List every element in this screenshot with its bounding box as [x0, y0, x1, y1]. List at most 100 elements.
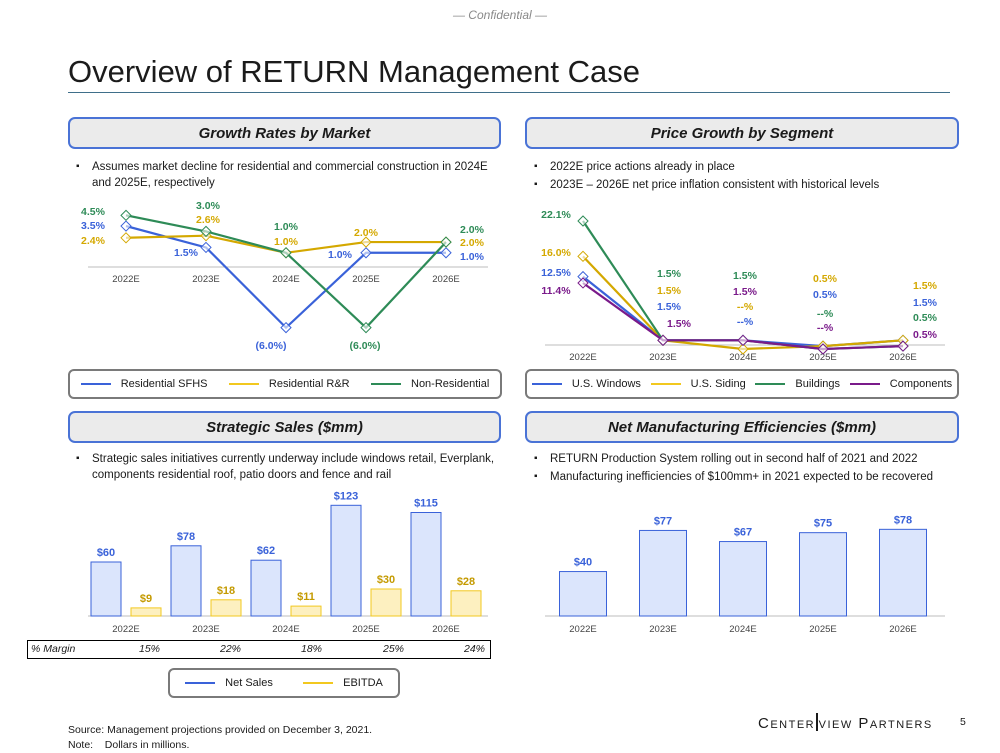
data-label: 1.5% [657, 268, 682, 280]
x-tick-label: 2025E [352, 274, 379, 285]
manufacturing-efficiencies-title: Net Manufacturing Efficiencies ($mm) [607, 418, 877, 436]
bar [799, 532, 847, 617]
legend-swatch [650, 383, 681, 385]
bar [879, 528, 927, 617]
bar [130, 607, 162, 617]
data-point [817, 343, 829, 355]
legend-swatch [303, 682, 334, 684]
data-label: 22.1% [541, 209, 571, 221]
data-label: --% [817, 322, 834, 334]
x-tick-label: 2026E [889, 624, 916, 635]
margin-table: % Margin 15% 22% 18% 25% 24% [27, 640, 491, 659]
source-note: Source: Management projections provided … [68, 723, 372, 753]
price-legend: U.S. Windows U.S. Siding Buildings Compo… [525, 369, 959, 399]
x-tick-label: 2026E [432, 274, 459, 285]
data-label: 16.0% [541, 247, 571, 259]
confidential-label: — Confidential — [452, 8, 548, 22]
bar [90, 561, 122, 617]
note-text: Note: Dollars in millions. [68, 739, 190, 751]
legend-item: U.S. Siding [650, 378, 746, 390]
logo-left: Center [758, 715, 816, 732]
margin-value: 18% [301, 643, 323, 655]
price-bullets: 2022E price actions already in place 202… [534, 159, 954, 193]
bar-value-label: $67 [734, 527, 752, 539]
legend-swatch [755, 383, 786, 385]
bullet: RETURN Production System rolling out in … [534, 451, 954, 467]
bar [290, 605, 322, 617]
margin-label: % Margin [31, 643, 76, 655]
data-label: 2.0% [460, 224, 485, 236]
data-point [120, 220, 132, 232]
bar-value-label: $78 [177, 531, 195, 543]
data-point [577, 277, 589, 289]
data-label: 1.5% [913, 280, 938, 292]
data-point [737, 334, 749, 347]
bar [719, 541, 767, 617]
data-point [577, 250, 589, 263]
bar-value-label: $78 [894, 514, 912, 526]
data-point [897, 340, 909, 352]
series-line [582, 220, 904, 351]
price-growth-header: Price Growth by Segment [525, 117, 959, 149]
data-point [120, 209, 132, 222]
bullet: Strategic sales initiatives currently un… [76, 451, 496, 483]
bar [450, 590, 482, 617]
bar [250, 559, 282, 617]
legend-swatch [228, 383, 259, 385]
bar [639, 529, 687, 617]
bar-value-label: $40 [574, 557, 592, 569]
data-point [280, 247, 292, 259]
legend-label: Residential SFHS [120, 378, 208, 390]
logo-bar [816, 713, 818, 731]
bar [210, 599, 242, 617]
growth-rates-header: Growth Rates by Market [68, 117, 501, 149]
growth-legend: Residential SFHS Residential R&R Non-Res… [68, 369, 502, 399]
bar-value-label: $30 [377, 574, 395, 586]
bar [330, 504, 362, 617]
data-label: --% [737, 301, 754, 313]
data-label: (6.0%) [256, 340, 287, 352]
legend-swatch [80, 383, 111, 385]
bullet: Assumes market decline for residential a… [76, 159, 496, 191]
bar-value-label: $123 [334, 490, 358, 502]
data-point [577, 215, 589, 227]
margin-value: 15% [139, 643, 161, 655]
x-tick-label: 2025E [809, 352, 836, 363]
data-point [440, 247, 452, 259]
bar-value-label: $115 [414, 498, 438, 510]
data-label: 1.5% [733, 286, 758, 298]
bar-value-label: $60 [97, 547, 115, 559]
bar-value-label: $75 [814, 518, 832, 530]
data-label: 2.4% [81, 235, 106, 247]
data-label: 0.5% [813, 273, 838, 285]
legend-swatch [531, 383, 562, 385]
legend-label: U.S. Siding [690, 378, 746, 390]
data-label: --% [737, 316, 754, 328]
x-tick-label: 2022E [569, 352, 596, 363]
data-label: 0.5% [913, 312, 938, 324]
data-label: 4.5% [81, 206, 106, 218]
data-label: 1.5% [657, 301, 682, 313]
x-tick-label: 2025E [809, 624, 836, 635]
data-label: 1.0% [274, 236, 299, 248]
bar [559, 571, 607, 617]
x-tick-label: 2023E [192, 624, 219, 635]
growth-bullets: Assumes market decline for residential a… [76, 159, 496, 191]
data-label: 1.5% [174, 247, 199, 259]
data-point [360, 247, 372, 259]
data-label: 2.0% [354, 227, 379, 239]
source-text: Source: Management projections provided … [68, 724, 373, 736]
x-tick-label: 2022E [569, 624, 596, 635]
logo-right: view Partners [818, 715, 933, 732]
sales-legend: Net Sales EBITDA [168, 668, 400, 698]
legend-item: Buildings [755, 378, 840, 390]
x-tick-label: 2023E [649, 624, 676, 635]
x-tick-label: 2024E [272, 274, 299, 285]
legend-label: Non-Residential [411, 378, 490, 390]
bar-value-label: $11 [297, 591, 315, 603]
legend-item: Components [849, 378, 952, 390]
data-label: 1.5% [913, 297, 938, 309]
x-tick-label: 2026E [889, 352, 916, 363]
